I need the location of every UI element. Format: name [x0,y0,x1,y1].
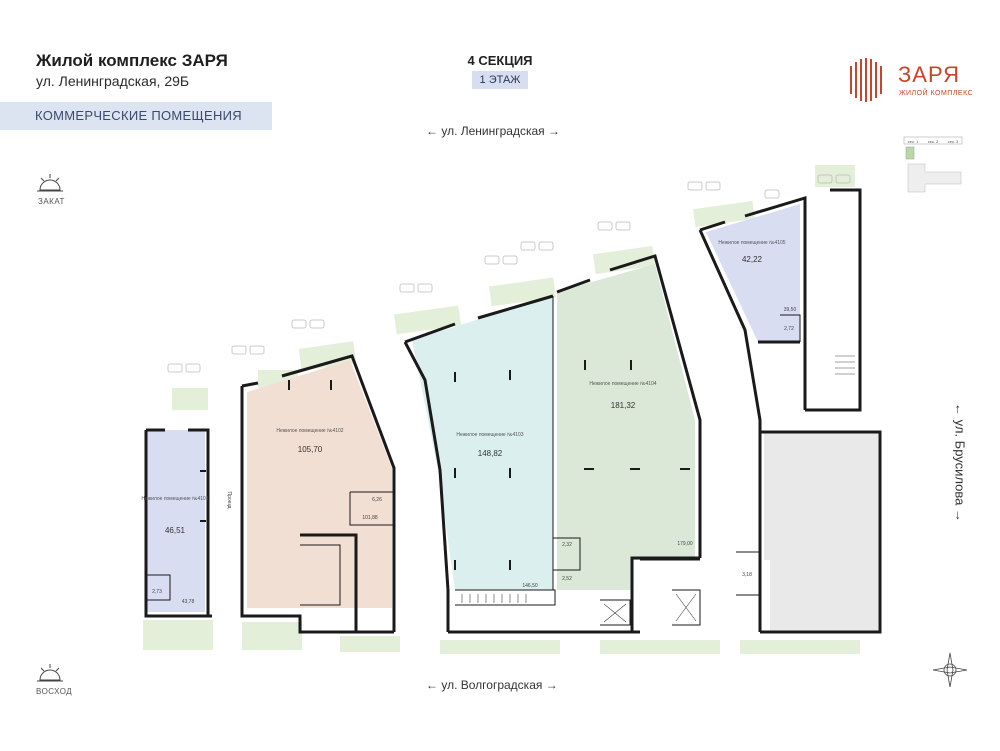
street-bottom-label: ул. Волгоградская [441,678,543,692]
sunrise-icon [37,664,63,682]
room-4105-sub-2: 2,72 [784,326,794,332]
street-bottom: ← ул. Волгоградская → [426,678,558,692]
room-4104[interactable] [557,264,695,590]
room-4101-area: 46,51 [165,526,186,535]
room-4101-sub-2: 43,78 [182,599,195,605]
greenery [143,165,860,654]
section-label: 4 СЕКЦИЯ [467,53,533,68]
room-4101-sub-1: 2,73 [152,589,162,595]
room-4103[interactable] [412,296,553,590]
key-plan: сек. 1 сек. 2 сек. 3 [903,136,963,193]
floor-badge[interactable]: 1 ЭТАЖ [472,71,528,89]
grey-zone [764,432,878,632]
logo-name: ЗАРЯ [898,62,961,87]
passage-label: Проезд [226,492,232,509]
stairs-icon [461,355,855,623]
room-4103-sub-1: 146,50 [522,583,538,589]
compass-east: ВОСХОД [36,687,73,696]
room-4103-sub-2: 2,32 [562,542,572,548]
room-4104-area: 181,32 [611,401,636,410]
columns [200,360,690,570]
room-4101-label: Нежилое помещение №4101 [141,496,208,502]
compass-rose-icon [932,652,968,688]
logo-icon [850,58,882,102]
room-4102-area: 105,70 [298,445,323,454]
key-plan-label-1: сек. 1 [908,139,919,144]
logo-subtitle: ЖИЛОЙ КОМПЛЕКС [899,90,974,97]
category-label: КОММЕРЧЕСКИЕ ПОМЕЩЕНИЯ [35,108,242,123]
category-banner: КОММЕРЧЕСКИЕ ПОМЕЩЕНИЯ [0,102,272,130]
room-4104-label: Нежилое помещение №4104 [589,381,656,387]
address: ул. Ленинградская, 29Б [36,73,190,89]
page-title: Жилой комплекс ЗАРЯ [36,51,228,70]
inner-walls [146,296,801,626]
room-4105[interactable] [706,204,800,342]
sunset-icon [37,174,63,192]
room-4102-label: Нежилое помещение №4102 [276,428,343,434]
arrow-right-icon: → [548,124,561,138]
room-4104-sub-1: 2,52 [562,576,572,582]
arrow-left-icon: ← [426,124,438,138]
street-top-label: ул. Ленинградская [441,124,545,138]
room-4105-sub-1: 39,50 [784,307,797,313]
arrow-left-icon: ← [426,678,438,692]
parking-spots [167,174,851,373]
key-plan-label-2: сек. 2 [928,139,939,144]
walls [144,188,882,634]
arrow-right-icon: → [545,678,558,692]
room-4102-sub-2: 101,88 [362,515,378,521]
room-4103-label: Нежилое помещение №4103 [456,432,523,438]
room-4103-area: 148,82 [478,449,503,458]
room-4105-label: Нежилое помещение №4105 [718,240,785,246]
room-4105-area: 42,22 [742,255,763,264]
room-4101[interactable] [146,430,205,612]
room-4102[interactable] [247,360,392,608]
key-plan-label-3: сек. 3 [948,139,959,144]
room-4102-sub-1: 6,26 [372,497,382,503]
street-top: ← ул. Ленинградская → [426,124,560,138]
aux-room-area: 3,18 [742,572,752,578]
compass-west: ЗАКАТ [38,197,65,206]
room-4104-sub-2: 179,00 [677,541,693,547]
